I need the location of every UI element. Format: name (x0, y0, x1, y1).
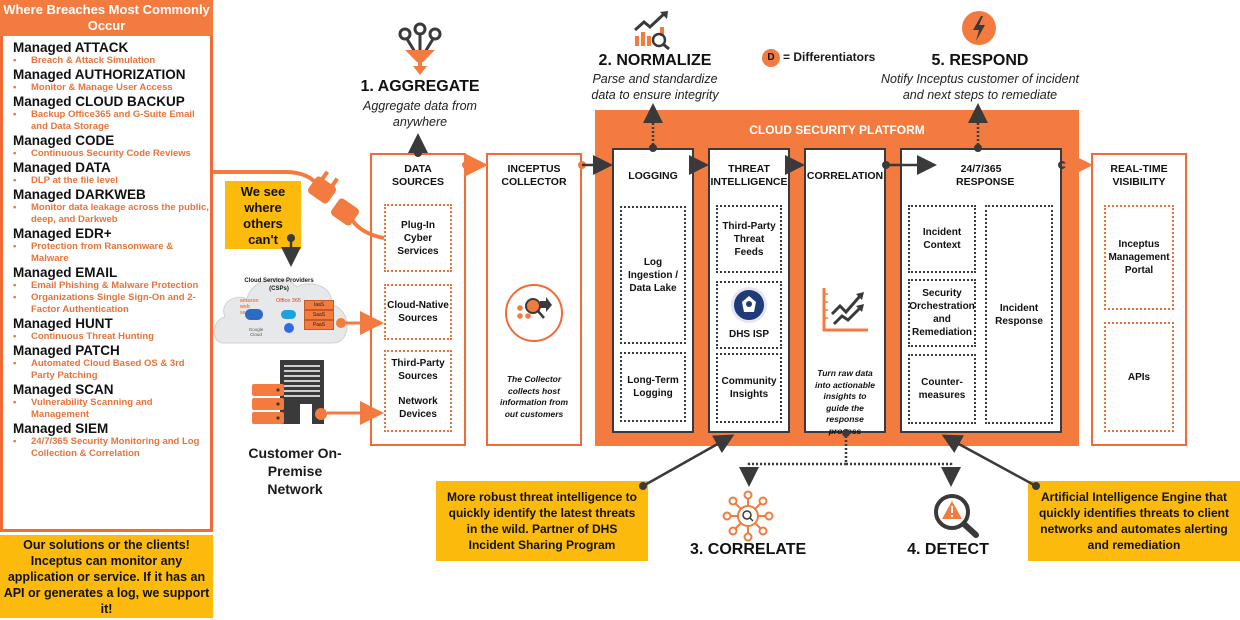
service-name: Managed SCAN (13, 382, 114, 397)
data-sources-title: DATA SOURCES (392, 163, 444, 188)
plug-in-cyber-services: Plug-In Cyber Services (384, 204, 452, 272)
service-bullet: Backup Office365 and G-Suite Email and D… (13, 109, 209, 133)
logging-box (612, 148, 694, 433)
normalize-chart-icon (632, 10, 672, 51)
service-bullet: Continuous Threat Hunting (13, 331, 209, 343)
service-bullet: Breach & Attack Simulation (13, 55, 209, 67)
collector-magnifier-icon (505, 284, 563, 342)
differentiator-legend-label: = Differentiators (783, 50, 876, 64)
on-premise-label: Customer On-Premise Network (248, 445, 342, 497)
service-name: Managed DARKWEB (13, 187, 146, 202)
respond-lightning-icon (962, 11, 996, 45)
aggregate-funnel-icon (395, 22, 445, 77)
socket-icon (331, 198, 359, 226)
plug-icon (308, 170, 339, 204)
response-box (900, 148, 1062, 433)
we-see-callout: We see where others can't (225, 181, 301, 249)
correlation-box (804, 148, 886, 433)
service-bullet: 24/7/365 Security Monitoring and Log Col… (13, 436, 209, 460)
service-bullet: Monitor & Manage User Access (13, 82, 209, 94)
cloud-service-stack: IaaS SaaS PaaS (304, 300, 334, 330)
service-name: Managed SIEM (13, 421, 109, 436)
service-name: Managed PATCH (13, 343, 120, 358)
dhs-isp-box (716, 281, 782, 349)
third-party-network-group (384, 350, 452, 432)
apis: APIs (1104, 322, 1174, 432)
collector-title: INCEPTUS COLLECTOR (501, 163, 567, 188)
google-cloud-logo: Google Cloud (248, 327, 264, 337)
stage-aggregate-title: 1. AGGREGATE (360, 78, 480, 95)
correlation-note: Turn raw data into actionable insights t… (815, 368, 875, 436)
service-list: Managed ATTACKBreach & Attack Simulation… (13, 40, 209, 460)
service-bullet: Organizations Single Sign-On and 2-Facto… (13, 292, 209, 316)
stage-respond-title: 5. RESPOND (931, 52, 1029, 69)
stage-aggregate-subtitle: Aggregate data from anywhere (363, 99, 477, 129)
network-devices: Network Devices (398, 396, 438, 420)
threat-intelligence-box (708, 148, 790, 433)
service-name: Managed EMAIL (13, 265, 118, 280)
incident-response: Incident Response (985, 205, 1053, 424)
services-panel-header: Where Breaches Most Commonly Occur (0, 0, 213, 36)
response-title: 24/7/365 RESPONSE (956, 163, 1015, 188)
third-party-threat-feeds: Third-Party Threat Feeds (716, 205, 782, 273)
service-bullet: Monitor data leakage across the public, … (13, 202, 209, 226)
service-bullet: Vulnerability Scanning and Management (13, 397, 209, 421)
service-bullet: Continuous Security Code Reviews (13, 148, 209, 160)
long-term-logging: Long-Term Logging (620, 352, 686, 422)
threat-intelligence-title: THREAT INTELLIGENCE (710, 163, 788, 188)
real-time-visibility-title: REAL-TIME VISIBILITY (1110, 163, 1168, 188)
service-name: Managed AUTHORIZATION (13, 67, 186, 82)
logging-title: LOGGING (628, 170, 678, 182)
countermeasures: Counter-measures (908, 354, 976, 424)
inceptus-management-portal: Inceptus Management Portal (1104, 205, 1174, 310)
left-callout: Our solutions or the clients! Inceptus c… (0, 535, 213, 618)
real-time-visibility-box (1091, 153, 1187, 446)
service-bullet: Automated Cloud Based OS & 3rd Party Pat… (13, 358, 209, 382)
differentiator-badge: D (762, 49, 780, 67)
stage-correlate-title: 3. CORRELATE (690, 541, 807, 558)
ai-engine-callout: Artificial Intelligence Engine that quic… (1028, 481, 1240, 561)
detect-alert-magnifier-icon (932, 493, 982, 539)
log-ingestion-data-lake: Log Ingestion / Data Lake (620, 206, 686, 344)
platform-title: CLOUD SECURITY PLATFORM (749, 123, 925, 137)
salesforce-logo (281, 310, 296, 319)
correlation-title: CORRELATION (806, 170, 884, 182)
third-party-sources: Third-Party Sources (391, 358, 445, 382)
paas-layer: PaaS (304, 320, 334, 330)
security-orchestration-remediation: Security Orchestration and Remediation (908, 279, 976, 347)
office365-logo: Office 365 (276, 298, 301, 304)
collector-note: The Collector collects host information … (500, 374, 568, 419)
service-name: Managed EDR+ (13, 226, 112, 241)
dhs-isp-label: DHS ISP (728, 328, 769, 340)
azure-logo (245, 309, 263, 320)
saas-layer: SaaS (304, 310, 334, 320)
dhs-seal-icon (731, 287, 767, 323)
service-name: Managed CODE (13, 133, 115, 148)
service-name: Managed DATA (13, 160, 111, 175)
cloud-native-sources: Cloud-Native Sources (384, 284, 452, 340)
stage-normalize-subtitle: Parse and standardize data to ensure int… (591, 72, 719, 102)
community-insights: Community Insights (716, 353, 782, 423)
service-bullet: Email Phishing & Malware Protection (13, 280, 209, 292)
stage-detect-title: 4. DETECT (907, 541, 989, 558)
kubernetes-logo (284, 323, 294, 333)
correlate-network-icon (722, 490, 774, 542)
service-name: Managed CLOUD BACKUP (13, 94, 185, 109)
correlation-trend-icon (820, 286, 870, 334)
stage-normalize-title: 2. NORMALIZE (598, 52, 712, 69)
stage-respond-subtitle: Notify Inceptus customer of incident and… (880, 72, 1079, 102)
service-bullet: Protection from Ransomware & Malware (13, 241, 209, 265)
iaas-layer: IaaS (304, 300, 334, 310)
incident-context: Incident Context (908, 205, 976, 273)
threat-intel-callout: More robust threat intelligence to quick… (436, 481, 648, 561)
cloud-title: Cloud Service Providers (CSPs) (244, 278, 314, 292)
service-name: Managed ATTACK (13, 40, 129, 55)
service-bullet: DLP at the file level (13, 175, 209, 187)
service-name: Managed HUNT (13, 316, 113, 331)
on-premise-building-icon (252, 360, 327, 430)
